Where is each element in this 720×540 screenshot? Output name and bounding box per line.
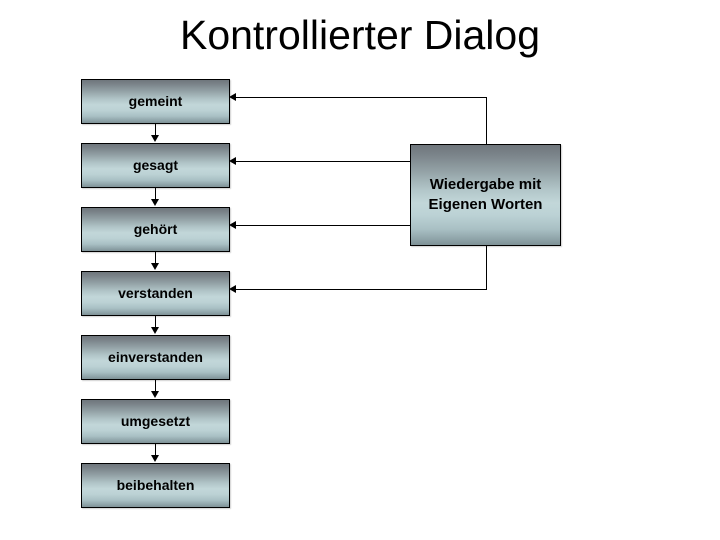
process-step-gemeint[interactable]: gemeint xyxy=(81,79,230,124)
connector-verstanden-einverstanden-line xyxy=(155,316,156,328)
connector-feedback-gehoert-arrow-left-icon xyxy=(229,221,236,229)
connector-umgesetzt-beibehalten-line xyxy=(155,444,156,456)
connector-feedback-gehoert-line xyxy=(236,225,411,226)
connector-umgesetzt-beibehalten-arrow-down-icon xyxy=(151,455,159,462)
process-step-label: verstanden xyxy=(118,285,193,301)
page-title: Kontrollierter Dialog xyxy=(179,12,541,58)
connector-gehoert-verstanden-arrow-down-icon xyxy=(151,263,159,270)
connector-verstanden-einverstanden-arrow-down-icon xyxy=(151,327,159,334)
feedback-node-wiedergabe[interactable]: Wiedergabe mit Eigenen Worten xyxy=(410,144,561,246)
connector-einverstanden-umgesetzt-arrow-down-icon xyxy=(151,391,159,398)
connector-feedback-gesagt-arrow-left-icon xyxy=(229,157,236,165)
process-step-label: beibehalten xyxy=(116,477,195,493)
process-step-label: einverstanden xyxy=(108,349,203,365)
process-step-beibehalten[interactable]: beibehalten xyxy=(81,463,230,508)
process-step-einverstanden[interactable]: einverstanden xyxy=(81,335,230,380)
connector-feedback-gesagt-line xyxy=(236,161,411,162)
connector-feedback-verstanden-riser xyxy=(486,245,487,290)
connector-gemeint-gesagt-line xyxy=(155,124,156,136)
connector-gehoert-verstanden-line xyxy=(155,252,156,264)
connector-feedback-gemeint-line xyxy=(236,97,487,98)
process-step-gesagt[interactable]: gesagt xyxy=(81,143,230,188)
connector-einverstanden-umgesetzt-line xyxy=(155,380,156,392)
feedback-node-label-line2: Eigenen Worten xyxy=(428,196,543,213)
process-step-label: gemeint xyxy=(128,93,183,109)
connector-feedback-gemeint-arrow-left-icon xyxy=(229,93,236,101)
connector-feedback-gemeint-riser xyxy=(486,97,487,145)
process-step-gehoert[interactable]: gehört xyxy=(81,207,230,252)
process-step-label: gesagt xyxy=(132,157,179,173)
connector-gesagt-gehoert-line xyxy=(155,188,156,200)
process-step-umgesetzt[interactable]: umgesetzt xyxy=(81,399,230,444)
connector-gesagt-gehoert-arrow-down-icon xyxy=(151,199,159,206)
connector-gemeint-gesagt-arrow-down-icon xyxy=(151,135,159,142)
process-step-label: gehört xyxy=(133,221,178,237)
connector-feedback-verstanden-arrow-left-icon xyxy=(229,285,236,293)
process-step-verstanden[interactable]: verstanden xyxy=(81,271,230,316)
feedback-node-label-line1: Wiedergabe mit xyxy=(429,176,542,193)
process-step-label: umgesetzt xyxy=(120,413,191,429)
connector-feedback-verstanden-line xyxy=(236,289,487,290)
